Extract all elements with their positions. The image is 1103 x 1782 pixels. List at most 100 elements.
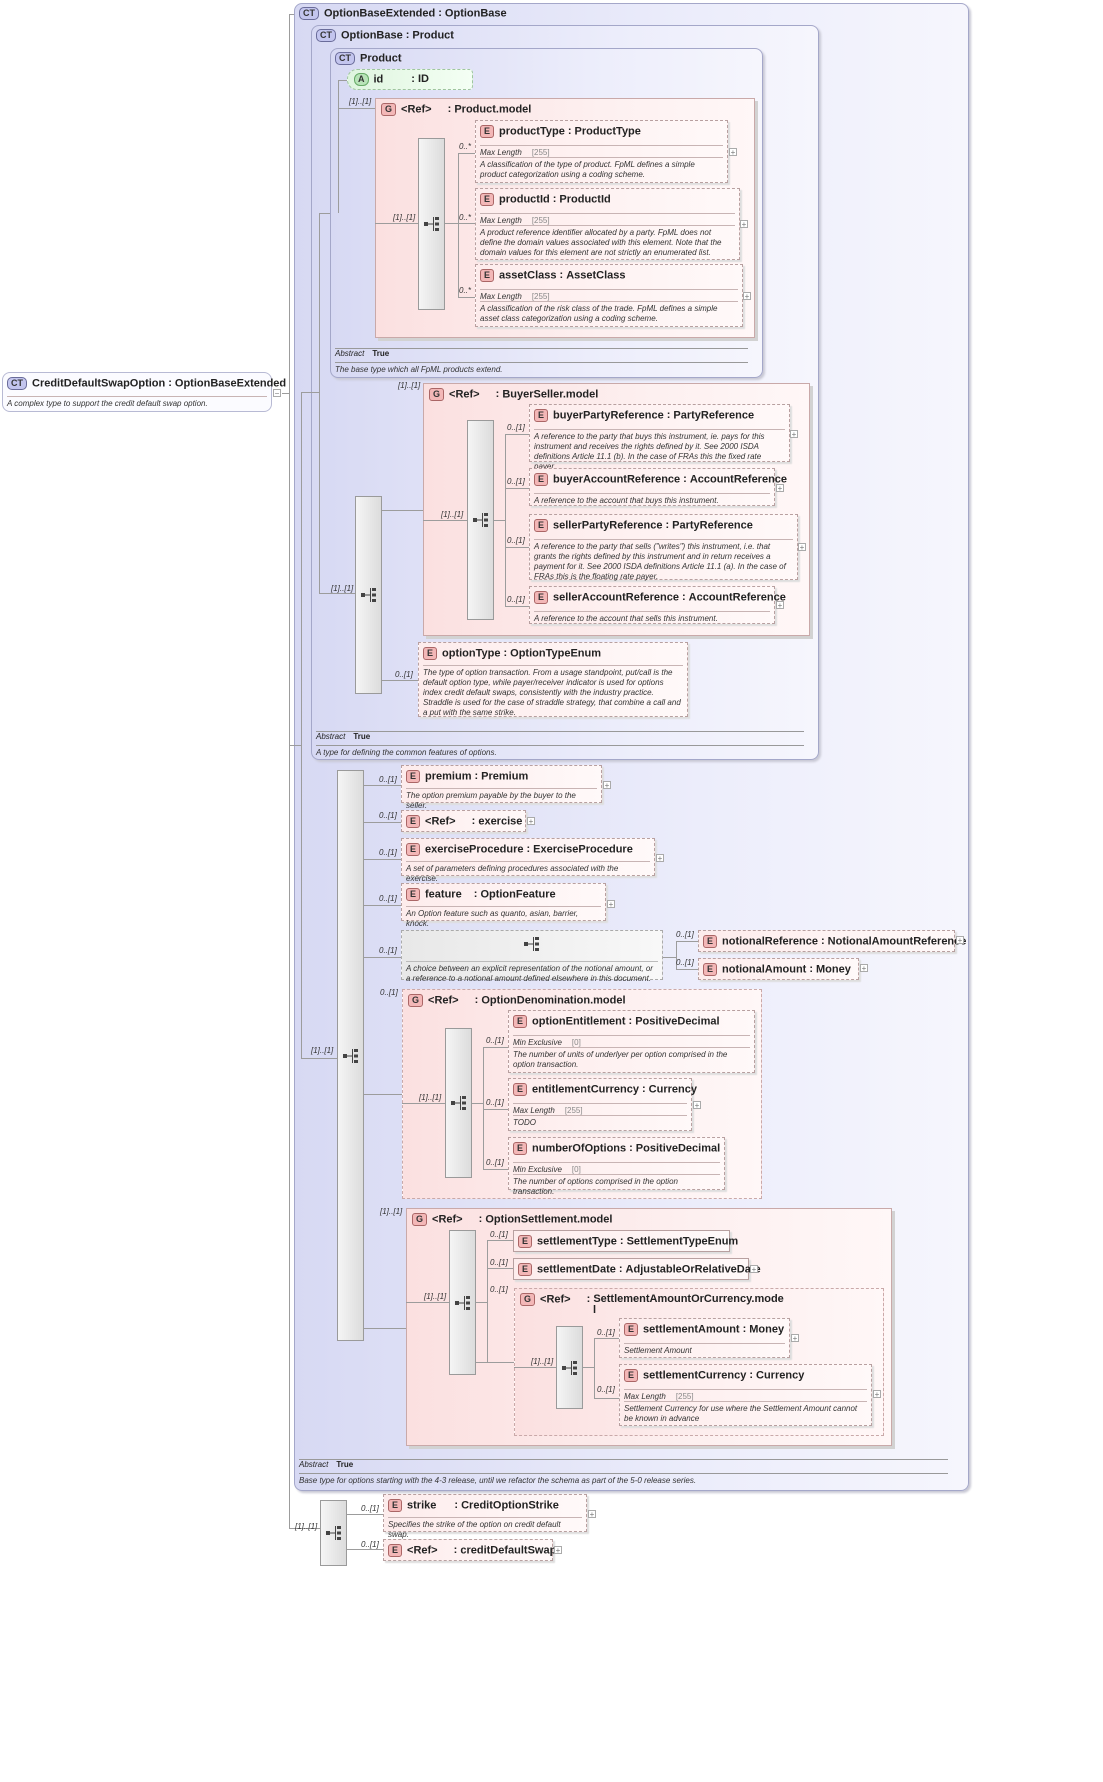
element-exercise-ref[interactable]: E<Ref>: exercise <box>401 810 526 832</box>
expand-toggle[interactable]: + <box>860 964 868 973</box>
element-icon: E <box>534 519 549 532</box>
sequence-compositor[interactable] <box>320 1500 347 1566</box>
connector <box>483 1047 484 1170</box>
expand-toggle[interactable]: + <box>554 1546 562 1555</box>
expand-toggle[interactable]: + <box>956 936 964 945</box>
element-type: AccountReference <box>688 591 786 604</box>
expand-toggle[interactable]: + <box>750 1265 758 1274</box>
expand-toggle[interactable]: + <box>790 430 798 439</box>
facet-row: Min Exclusive[0] <box>513 1035 750 1047</box>
cardinality: 0..* <box>459 142 472 151</box>
ct-name: Product <box>360 52 402 65</box>
connector <box>382 510 423 511</box>
expand-toggle[interactable]: + <box>693 1101 701 1110</box>
separator: : <box>503 647 508 660</box>
expand-toggle[interactable]: + <box>588 1510 596 1519</box>
element-icon: E <box>480 125 495 138</box>
sequence-compositor[interactable] <box>467 420 494 620</box>
separator: : <box>552 193 557 206</box>
expand-toggle[interactable]: + <box>603 781 611 790</box>
sequence-icon <box>450 1096 466 1110</box>
expand-toggle[interactable]: + <box>607 900 615 909</box>
connector <box>375 223 419 224</box>
element-type: ProductId <box>559 193 611 206</box>
separator: : <box>559 269 564 282</box>
choice-compositor[interactable] <box>556 1326 583 1409</box>
sequence-compositor[interactable] <box>449 1230 476 1375</box>
sequence-compositor[interactable] <box>418 138 445 310</box>
connector <box>458 153 476 154</box>
sequence-compositor[interactable] <box>445 1028 472 1178</box>
element-doc: A classification of the type of product.… <box>480 157 723 180</box>
element-creditDefaultSwap-ref[interactable]: E<Ref>: creditDefaultSwap <box>383 1539 556 1561</box>
element-type: PositiveDecimal <box>635 1142 721 1155</box>
choice-notional[interactable]: A choice between an explicit representat… <box>401 930 663 983</box>
expand-toggle[interactable]: + <box>791 1334 799 1343</box>
expand-toggle[interactable]: + <box>798 543 806 552</box>
connector <box>676 941 698 942</box>
connector <box>594 1338 595 1398</box>
expand-toggle[interactable]: + <box>743 292 751 301</box>
element-doc: The number of units of underlyer per opt… <box>513 1047 750 1070</box>
expand-toggle[interactable]: + <box>776 484 784 493</box>
expand-toggle[interactable]: + <box>873 1390 881 1399</box>
separator: : <box>478 1213 483 1226</box>
element-doc: A reference to the account that sells th… <box>534 611 770 624</box>
expand-toggle[interactable]: + <box>776 601 784 610</box>
separator: : <box>411 73 415 86</box>
connector <box>505 547 529 548</box>
sequence-compositor[interactable] <box>355 496 382 694</box>
element-name: buyerAccountReference <box>553 473 681 486</box>
expand-toggle[interactable]: + <box>729 148 737 157</box>
element-name: settlementDate <box>537 1263 616 1276</box>
root-type: OptionBaseExtended <box>174 377 287 390</box>
element-name: sellerAccountReference <box>553 591 679 604</box>
expand-toggle[interactable]: + <box>656 854 664 863</box>
cardinality: [1]..[1] <box>349 97 372 106</box>
expand-toggle[interactable]: + <box>740 220 748 229</box>
connector <box>663 957 677 958</box>
expand-toggle[interactable]: + <box>527 817 535 826</box>
separator: : <box>666 409 671 422</box>
sequence-compositor[interactable] <box>337 770 364 1341</box>
abstract-label: Abstract <box>316 732 346 741</box>
element-doc: The option premium payable by the buyer … <box>406 788 597 811</box>
element-icon: E <box>406 815 421 828</box>
element-name: numberOfOptions <box>532 1142 627 1155</box>
separator: : <box>618 1263 623 1276</box>
facet-value: [255] <box>531 148 550 157</box>
facet-value: [255] <box>564 1106 583 1115</box>
sequence-icon <box>423 217 439 231</box>
separator: : <box>628 1015 633 1028</box>
collapse-toggle[interactable]: − <box>273 389 281 398</box>
abstract-label: Abstract <box>335 349 365 358</box>
connector <box>289 745 302 746</box>
group-ref: <Ref> <box>540 1293 571 1306</box>
abstract-label: Abstract <box>299 1460 329 1469</box>
sequence-icon <box>454 1295 470 1310</box>
facet-label: Max Length <box>480 292 522 301</box>
